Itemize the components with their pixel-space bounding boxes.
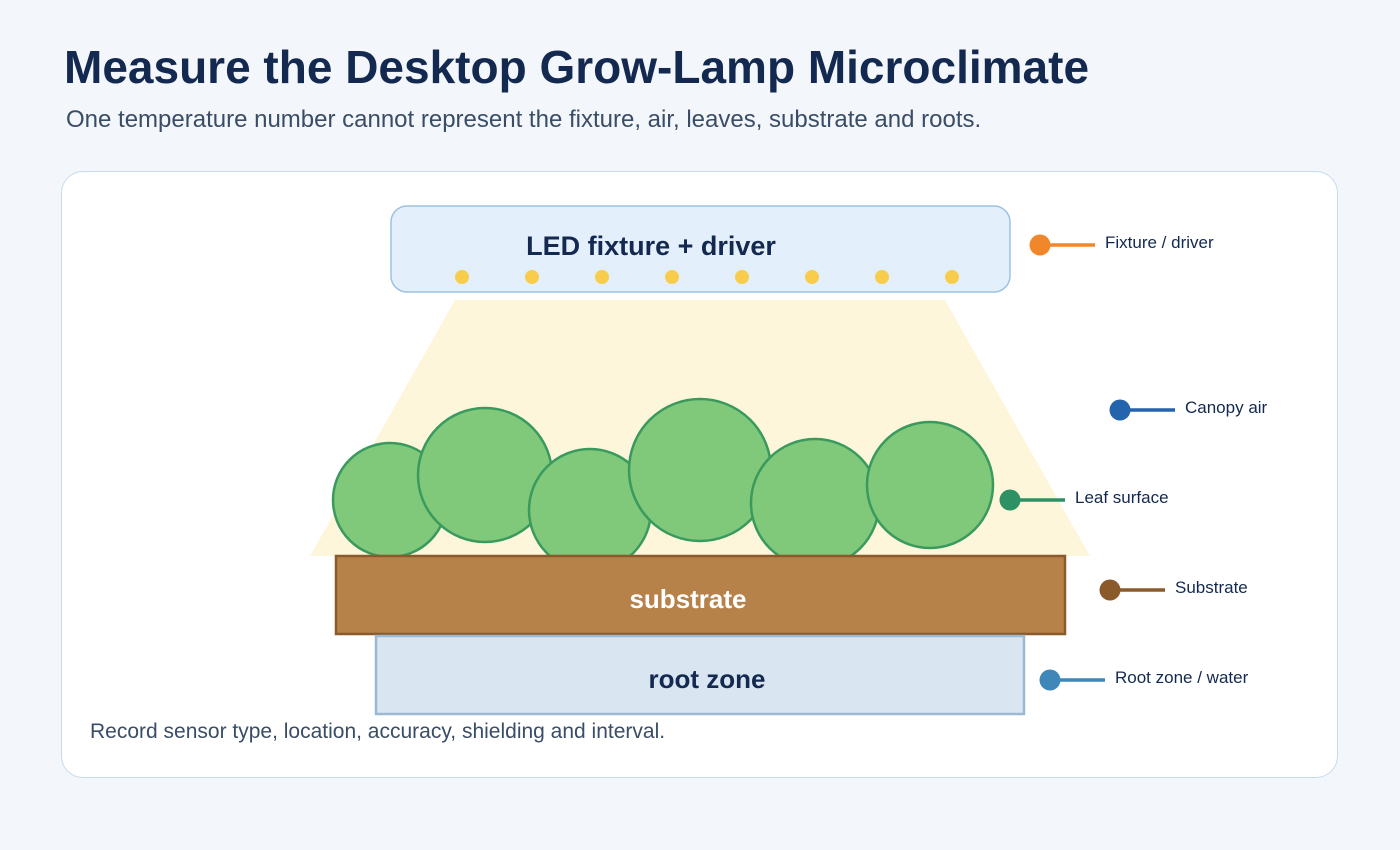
- leaf: [627, 397, 773, 543]
- sensor-root-zone: Root zone / water: [1039, 668, 1249, 691]
- footnote: Record sensor type, location, accuracy, …: [90, 720, 666, 743]
- sensor-dot: [1029, 234, 1051, 256]
- leaf: [749, 437, 881, 569]
- sensor-label: Root zone / water: [1115, 668, 1249, 687]
- led-dot: [945, 270, 959, 284]
- sensor-label: Fixture / driver: [1105, 233, 1214, 252]
- sensor-canopy-air: Canopy air: [1109, 398, 1268, 421]
- page-title: Measure the Desktop Grow-Lamp Microclima…: [64, 41, 1090, 93]
- sensor-dot: [1109, 399, 1131, 421]
- leaf: [865, 420, 995, 550]
- root-zone-block: [374, 634, 1026, 716]
- substrate-block: [334, 554, 1067, 636]
- sensor-dot: [1039, 669, 1061, 691]
- fixture-housing: [390, 205, 1011, 293]
- plant-canopy: [331, 397, 995, 573]
- led-dot: [805, 270, 819, 284]
- sensor-label: Leaf surface: [1075, 488, 1169, 507]
- led-dot: [595, 270, 609, 284]
- led-dot: [735, 270, 749, 284]
- led-dot: [665, 270, 679, 284]
- sensor-substrate: Substrate: [1099, 578, 1248, 601]
- substrate-label: substrate: [629, 584, 746, 614]
- root-zone-label: root zone: [649, 664, 766, 694]
- sensor-leaf-surface: Leaf surface: [999, 488, 1169, 511]
- root-zone-layer: root zone: [374, 634, 1026, 716]
- substrate-layer: substrate: [334, 554, 1067, 636]
- led-fixture: LED fixture + driver: [390, 205, 1011, 293]
- led-dot: [455, 270, 469, 284]
- sensor-label: Canopy air: [1185, 398, 1268, 417]
- sensor-dot: [1099, 579, 1121, 601]
- sensor-label: Substrate: [1175, 578, 1248, 597]
- page-subtitle: One temperature number cannot represent …: [66, 106, 982, 133]
- led-row: [455, 270, 959, 284]
- sensor-fixture: Fixture / driver: [1029, 233, 1214, 256]
- sensor-dot: [999, 489, 1021, 511]
- led-dot: [875, 270, 889, 284]
- fixture-label: LED fixture + driver: [526, 231, 776, 261]
- led-dot: [525, 270, 539, 284]
